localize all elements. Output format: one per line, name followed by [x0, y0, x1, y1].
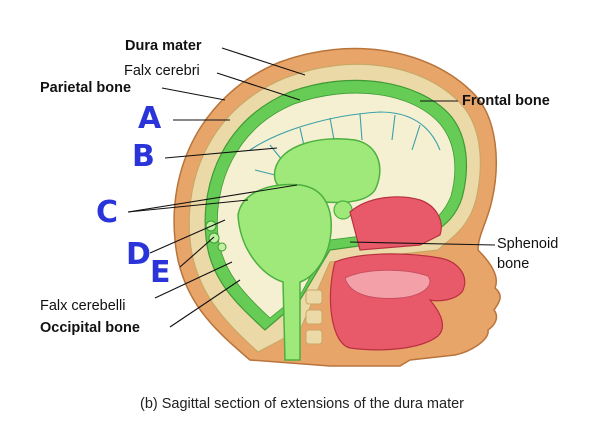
pituitary-region [334, 201, 352, 219]
label-frontal-bone: Frontal bone [462, 93, 550, 110]
label-falx-cerebelli: Falx cerebelli [40, 298, 125, 315]
label-falx-cerebri: Falx cerebri [124, 63, 200, 80]
handwritten-letter-b: B [132, 142, 155, 172]
vertebrae [306, 290, 322, 344]
label-dura-mater: Dura mater [125, 38, 202, 55]
label-sphenoid-bone-line2: bone [497, 256, 529, 273]
handwritten-letter-d: D [126, 240, 151, 270]
label-occipital-bone: Occipital bone [40, 320, 140, 337]
label-parietal-bone: Parietal bone [40, 80, 131, 97]
label-sphenoid-bone-line1: Sphenoid [497, 236, 558, 253]
handwritten-letter-c: C [96, 198, 118, 228]
handwritten-letter-e: E [150, 258, 171, 288]
figure-caption: (b) Sagittal section of extensions of th… [0, 396, 604, 412]
handwritten-letter-a: A [138, 104, 161, 134]
